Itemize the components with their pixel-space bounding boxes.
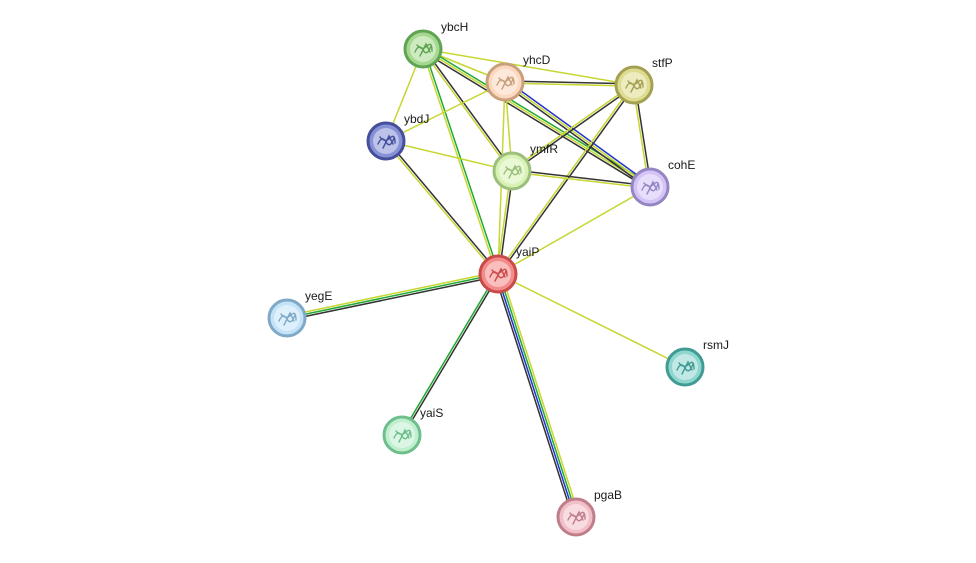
edge-yaiP-pgaB[interactable] [494,272,580,519]
edge-yaiP-yegE[interactable] [286,271,499,321]
edge-ybcH-ymfR[interactable] [421,47,514,173]
node-rsmJ[interactable]: rsmJ [665,338,729,387]
protein-structure-icon [676,360,695,375]
edge-line-textmining [497,186,651,275]
edge-yhcD-cohE[interactable] [503,79,652,190]
edge-yhcD-ybdJ[interactable] [385,81,506,142]
node-label: yhcD [523,53,551,67]
edge-line-textmining [422,48,635,86]
protein-structure-icon [414,42,433,57]
edge-line-coexpression [494,274,574,519]
protein-structure-icon [278,311,297,326]
edge-ybcH-yaiP[interactable] [421,48,500,275]
node-yaiS[interactable]: yaiS [382,406,443,455]
protein-structure-icon [641,180,660,195]
edge-line-textmining [286,271,498,317]
edge-line-textmining [511,171,650,189]
node-label: yaiS [420,406,443,420]
node-pgaB[interactable]: pgaB [556,488,622,537]
node-label: ymfR [530,142,558,156]
node-cohE[interactable]: cohE [630,158,695,207]
edge-line-textmining [422,48,651,188]
node-label: stfP [652,56,673,70]
protein-structure-icon [496,75,515,90]
edge-line-textmining [421,49,498,275]
edge-line-coexpression [402,274,500,436]
protein-structure-icon [377,134,396,149]
node-label: yaiP [516,245,539,259]
edge-line-neighborhood [498,273,578,517]
node-label: pgaB [594,488,622,502]
edge-ymfR-cohE[interactable] [511,169,651,189]
edge-line-textmining [385,81,506,142]
node-label: ybdJ [404,112,429,126]
edge-yaiP-yaiS[interactable] [400,273,500,436]
edge-cohE-yaiP[interactable] [497,186,651,275]
edge-ybdJ-ymfR[interactable] [385,140,513,172]
protein-structure-icon [503,164,522,179]
node-ybcH[interactable]: ybcH [403,20,468,69]
edge-line-textmining [384,141,498,276]
edge-line-textmining [421,49,512,173]
edge-line-textmining [504,81,651,188]
edge-ybdJ-yaiP[interactable] [384,139,500,276]
edge-line-textmining [510,83,634,171]
protein-structure-icon [625,78,644,93]
node-stfP[interactable]: stfP [614,56,673,105]
protein-structure-icon [393,428,412,443]
node-ymfR[interactable]: ymfR [492,142,558,191]
edge-line-cooccurrence [505,79,652,186]
edge-line-cooccurrence [496,274,576,518]
edge-line-coexpression [421,50,650,190]
edge-line-textmining [497,273,686,368]
edge-line-neighborhood [286,273,499,319]
node-label: cohE [668,158,695,172]
edge-line-coexpression [505,80,635,85]
protein-structure-icon [567,510,586,525]
node-ybdJ[interactable]: ybdJ [366,112,429,161]
edge-ybcH-cohE[interactable] [421,46,652,190]
edge-line-coexpression [287,275,499,321]
edge-line-coexpression [512,85,636,173]
edge-yhcD-stfP[interactable] [504,80,635,87]
edge-line-coexpression [503,83,650,190]
node-yaiP[interactable]: yaiP [478,245,539,294]
edge-line-neighborhood [423,46,652,186]
edge-line-coexpression [512,169,651,187]
node-label: yegE [305,289,332,303]
node-yegE[interactable]: yegE [267,289,332,338]
edge-stfP-ymfR[interactable] [510,83,636,173]
node-yhcD[interactable]: yhcD [485,53,551,102]
edge-line-textmining [385,140,513,172]
edge-yaiP-rsmJ[interactable] [497,273,686,368]
edge-line-textmining [500,272,580,517]
node-label: ybcH [441,20,468,34]
node-label: rsmJ [703,338,729,352]
node-layer: ybcH yhcD stfP ybdJ ymfR cohE yaiP yegE rsmJ yaiS… [267,20,729,537]
edge-line-coexpression [386,139,500,274]
edge-line-coexpression [423,47,514,171]
edge-line-textmining [504,82,634,87]
edge-line-neighborhood [400,273,498,435]
edge-ybcH-stfP[interactable] [422,48,635,86]
edge-line-neighborhood [423,48,500,274]
protein-structure-icon [489,267,508,282]
edge-line-coexpression [498,85,636,276]
